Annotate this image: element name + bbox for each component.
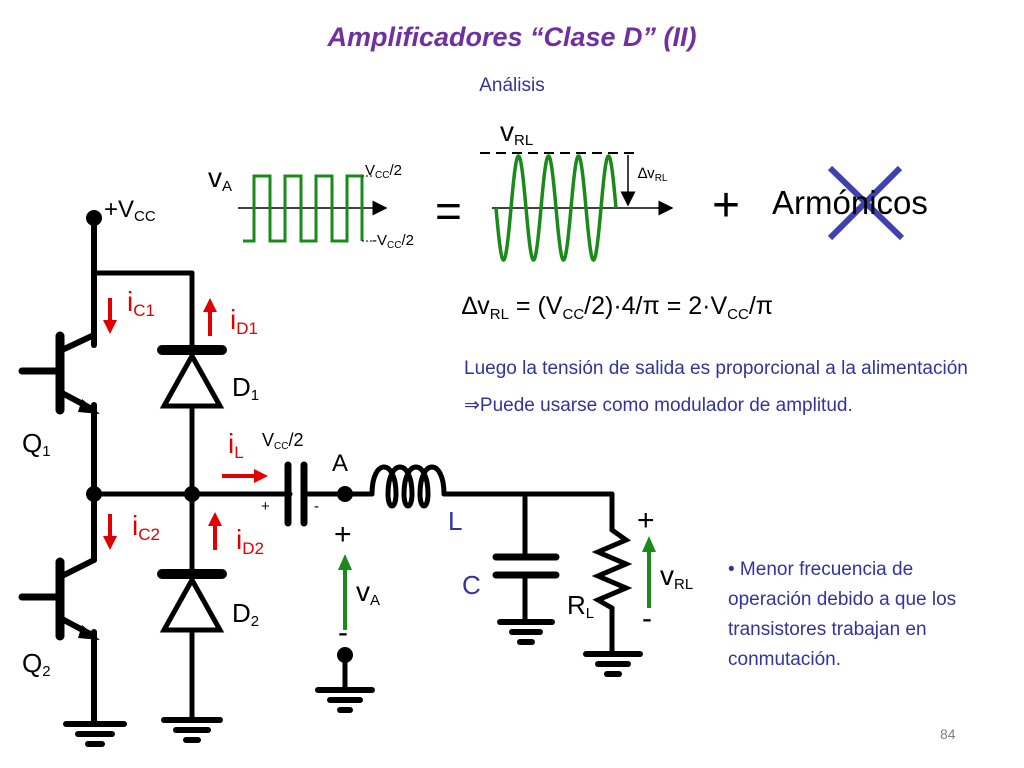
label-vA: vA [356, 576, 381, 609]
arrow-iD1 [203, 298, 217, 336]
arrow-vRL [642, 536, 656, 608]
plus-sign: + [712, 179, 741, 232]
ground-vA [315, 687, 375, 713]
cap-plus: + [261, 498, 270, 515]
label-iC2: iC2 [132, 510, 160, 544]
circuit [18, 210, 643, 747]
label-Q1: Q1 [22, 428, 51, 460]
label-iC1: iC1 [127, 286, 155, 320]
vA-plus: + [334, 518, 352, 551]
label-vRL-wave: vRL [500, 116, 534, 149]
label-iL: iL [228, 428, 244, 462]
label-vcc-half-pos: VCC/2 [365, 162, 402, 181]
armonicos-label: Armónicos [772, 184, 928, 221]
label-C: C [462, 570, 481, 600]
diode-D2 [157, 491, 227, 721]
arrow-iD2 [208, 512, 222, 550]
label-RL: RL [567, 590, 595, 622]
label-D2: D2 [232, 598, 260, 630]
capacitor-C [492, 491, 560, 645]
transistor-Q1 [18, 331, 100, 497]
label-iD1: iD1 [230, 304, 258, 338]
label-vRL: vRL [660, 560, 694, 593]
diode-D1 [157, 345, 227, 497]
resistor-RL [583, 491, 643, 677]
label-vcc-half-neg: -VCC/2 [372, 232, 414, 251]
voltage-arrows [338, 536, 656, 630]
label-vcc: +VCC [104, 196, 156, 225]
bullet-note: • Menor frecuencia de operación debido a… [728, 559, 957, 670]
slide-title: Amplificadores “Clase D” (II) [327, 22, 697, 52]
arrow-iC2 [103, 514, 117, 550]
ground-D2 [161, 717, 223, 743]
label-cap-vcc-half: VCC/2 [262, 430, 304, 452]
label-iD2: iD2 [236, 524, 264, 558]
transistor-Q2 [18, 557, 100, 725]
arrow-iL [222, 469, 268, 483]
sine-wave-vRL [480, 152, 674, 263]
vA-minus: - [338, 616, 348, 649]
arrow-vA [338, 554, 352, 630]
label-L: L [448, 506, 463, 536]
label-node-A: A [332, 450, 349, 477]
label-vA-wave: vA [208, 162, 233, 195]
vRL-plus: + [637, 504, 655, 537]
label-D1: D1 [232, 372, 260, 404]
cap-minus: - [314, 498, 319, 515]
slide-subtitle: Análisis [479, 75, 545, 96]
ground-Q2 [63, 721, 127, 747]
label-Q2: Q2 [22, 648, 51, 680]
vRL-minus: - [642, 602, 652, 635]
arrow-iC1 [103, 298, 117, 334]
cross-out-mark [827, 165, 905, 241]
amplitude-formula: ∆vRL = (VCC/2)·4/π = 2·VCC/π [462, 292, 774, 323]
square-wave-vA [238, 174, 388, 243]
conclusion-paragraph: Luego la tensión de salida es proporcion… [464, 358, 968, 416]
inductor-L [342, 464, 615, 509]
label-delta-vRL: ∆vRL [638, 165, 668, 184]
page-number: 84 [940, 726, 956, 742]
current-arrows [103, 298, 268, 550]
equals-sign: = [435, 185, 462, 237]
